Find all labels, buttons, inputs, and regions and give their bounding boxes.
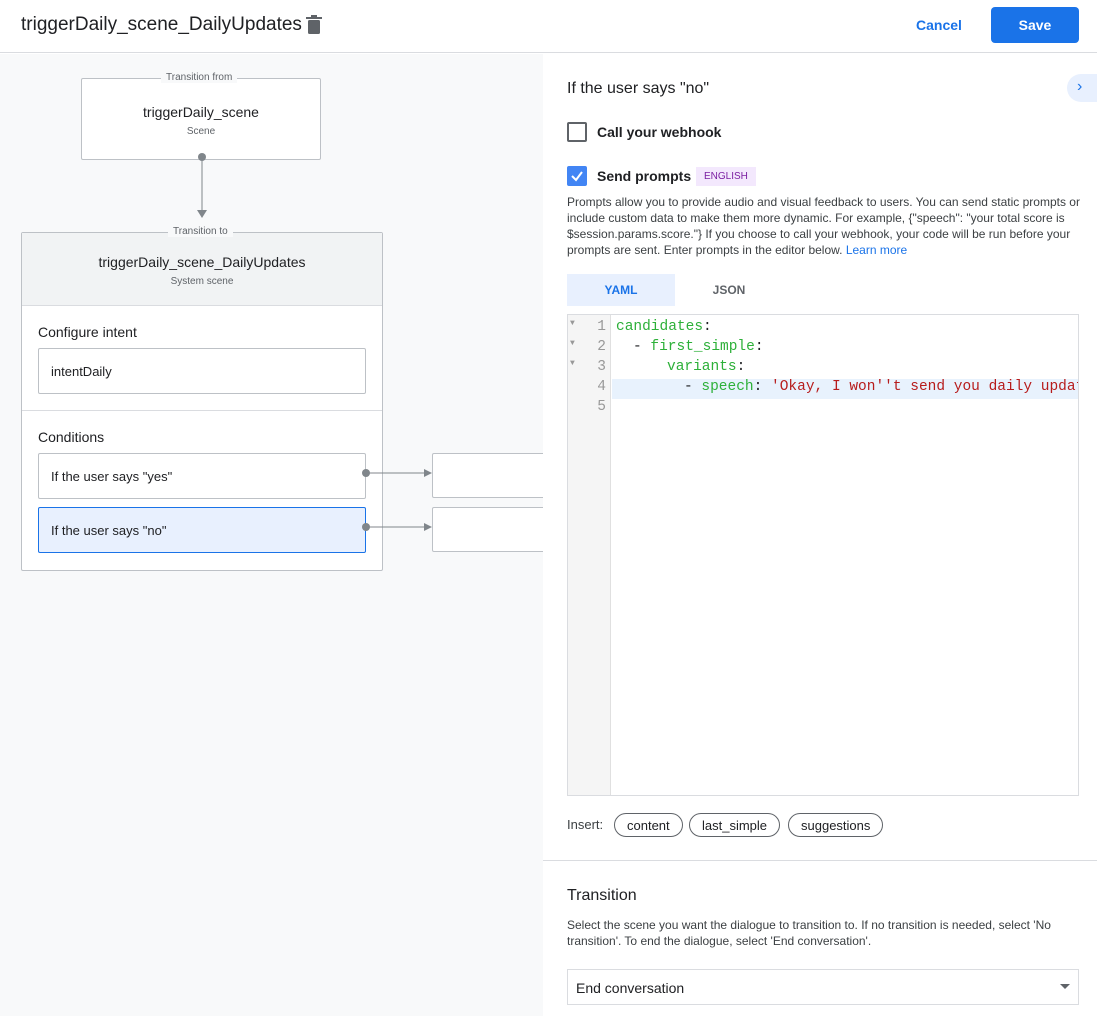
language-badge: ENGLISH [696,167,756,186]
transition-select[interactable]: End conversation [567,969,1079,1005]
conditions-heading: Conditions [38,429,105,445]
page-title: triggerDaily_scene_DailyUpdates [21,14,302,35]
to-scene-name: triggerDaily_scene_DailyUpdates [98,254,306,270]
target-node-yes[interactable] [432,453,543,498]
learn-more-link[interactable]: Learn more [845,243,908,257]
cancel-button[interactable]: Cancel [906,8,972,42]
prompts-label: Send prompts [597,168,692,184]
chevron-right-icon[interactable]: › [1067,74,1097,102]
transition-description: Select the scene you want the dialogue t… [567,918,1051,948]
to-scene-type: System scene [170,276,234,287]
panel-title: If the user says "no" [567,80,710,97]
webhook-label: Call your webhook [597,124,722,140]
transition-to-label: Transition to [168,226,233,237]
webhook-checkbox[interactable] [567,122,587,142]
insert-suggestions-chip[interactable]: suggestions [788,813,884,837]
transition-from-node[interactable]: triggerDaily_scene Scene [81,78,321,160]
save-button[interactable]: Save [991,7,1079,43]
intent-heading: Configure intent [38,324,137,340]
tab-yaml[interactable]: YAML [567,274,675,306]
from-scene-name: triggerDaily_scene [143,104,259,120]
transition-heading: Transition [567,887,637,904]
transition-to-node: triggerDaily_scene_DailyUpdates System s… [21,232,383,571]
trash-icon[interactable] [305,15,323,40]
insert-label: Insert: [567,817,604,832]
insert-content-chip[interactable]: content [614,813,683,837]
prompts-checkbox[interactable] [567,166,587,186]
condition-yes[interactable]: If the user says "yes" [38,453,366,499]
tab-json[interactable]: JSON [712,283,746,297]
from-scene-type: Scene [186,126,216,137]
header: triggerDaily_scene_DailyUpdates Cancel S… [0,0,1097,53]
scene-canvas: triggerDaily_scene Scene Transition from… [0,54,543,1016]
dropdown-arrow-icon [1060,984,1070,989]
code-editor[interactable]: ▼1 ▼2 ▼3 4 5 candidates: - first_simple:… [567,314,1079,796]
transition-from-label: Transition from [161,72,238,83]
insert-last-simple-chip[interactable]: last_simple [689,813,781,837]
target-node-no[interactable] [432,507,543,552]
connector-arrow [197,153,207,218]
check-icon [571,171,583,182]
intent-item[interactable]: intentDaily [38,348,366,394]
prompts-description: Prompts allow you to provide audio and v… [567,195,1080,257]
condition-panel: › If the user says "no" Call your webhoo… [543,54,1097,1016]
condition-no[interactable]: If the user says "no" [38,507,366,553]
condition-connectors [362,469,432,531]
